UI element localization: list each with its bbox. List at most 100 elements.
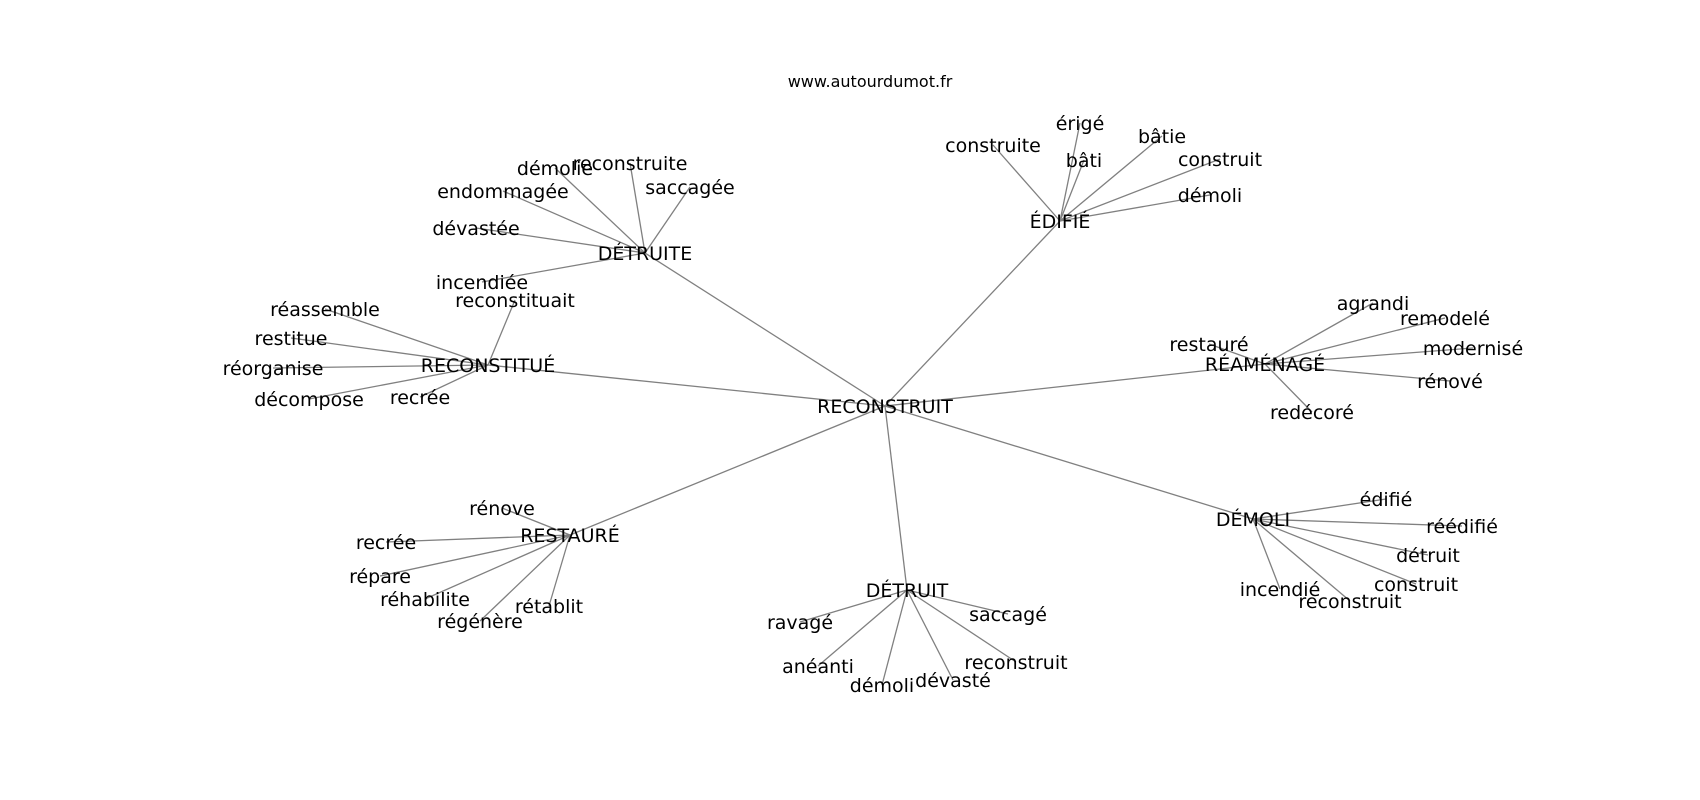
leaf-word[interactable]: édifié	[1360, 489, 1413, 511]
leaf-word[interactable]: construit	[1178, 149, 1262, 171]
edge-hub-leaf	[992, 144, 1061, 222]
leaf-word[interactable]: recrée	[356, 532, 416, 554]
leaf-word[interactable]: démoli	[850, 675, 914, 697]
edge-hub-leaf	[1264, 363, 1451, 382]
leaf-word[interactable]: reconstituait	[455, 290, 575, 312]
edge-hub-leaf	[1252, 518, 1429, 556]
edge-hub-leaf	[1059, 135, 1163, 222]
edge-hub-leaf	[548, 534, 571, 607]
leaf-word[interactable]: endommagée	[437, 181, 569, 203]
edge-hub-leaf	[799, 589, 908, 623]
leaf-word[interactable]: rétablit	[515, 596, 583, 618]
leaf-word[interactable]: construit	[1374, 574, 1458, 596]
edge-hub-leaf	[1264, 302, 1374, 365]
leaf-word[interactable]: saccagée	[645, 177, 735, 199]
leaf-word[interactable]: rénové	[1417, 371, 1483, 393]
edge-hub-leaf	[881, 589, 908, 686]
edge-hub-leaf	[475, 227, 646, 254]
graph-edges	[272, 122, 1474, 686]
leaf-word[interactable]: construite	[945, 135, 1041, 157]
hub-node[interactable]: DÉTRUITE	[598, 242, 693, 265]
edge-root-hub	[569, 405, 886, 536]
edge-hub-leaf	[290, 337, 489, 366]
edge-hub-leaf	[1059, 122, 1081, 222]
leaf-word[interactable]: érigé	[1056, 113, 1105, 135]
edge-hub-leaf	[1059, 194, 1211, 222]
edge-hub-leaf	[1252, 518, 1417, 585]
leaf-word[interactable]: démolie	[517, 158, 593, 180]
edge-hub-leaf	[419, 364, 489, 398]
edge-hub-leaf	[1059, 159, 1085, 222]
hub-node[interactable]: DÉMOLI	[1216, 508, 1290, 531]
leaf-word[interactable]: bâtie	[1138, 126, 1186, 148]
edge-root-hub	[487, 364, 886, 407]
leaf-word[interactable]: incendiée	[436, 272, 528, 294]
edge-hub-leaf	[906, 589, 1009, 615]
edge-hub-leaf	[817, 589, 908, 667]
leaf-word[interactable]: régénère	[437, 611, 523, 633]
edge-hub-leaf	[1264, 317, 1446, 365]
source-label: www.autourdumot.fr	[788, 72, 953, 91]
leaf-word[interactable]: reconstruit	[1298, 591, 1401, 613]
leaf-word[interactable]: modernisé	[1423, 338, 1523, 360]
edge-hub-leaf	[501, 507, 571, 536]
leaf-word[interactable]: restauré	[1169, 334, 1248, 356]
graph-labels: www.autourdumot.fr RECONSTRUIT démoliere…	[223, 72, 1524, 697]
leaf-word[interactable]: redécoré	[1270, 402, 1354, 424]
leaf-word[interactable]: réédifié	[1426, 516, 1498, 538]
leaf-word[interactable]: reconstruite	[573, 153, 688, 175]
leaf-word[interactable]: bâti	[1066, 150, 1102, 172]
leaf-word[interactable]: réhabilite	[380, 589, 470, 611]
edge-hub-leaf	[644, 186, 691, 254]
edge-root-hub	[884, 405, 908, 591]
leaf-word[interactable]: anéanti	[782, 656, 854, 678]
edge-root-hub	[884, 405, 1254, 520]
hub-node[interactable]: RESTAURÉ	[520, 524, 620, 547]
edge-hub-leaf	[1252, 498, 1387, 520]
leaf-word[interactable]: répare	[349, 566, 411, 588]
edge-hub-leaf	[1252, 518, 1281, 590]
edge-hub-leaf	[629, 162, 646, 254]
edge-root-hub	[884, 363, 1266, 407]
edge-hub-leaf	[1208, 343, 1266, 365]
leaf-word[interactable]: saccagé	[969, 604, 1047, 626]
leaf-word[interactable]: ravagé	[767, 612, 833, 634]
edge-hub-leaf	[424, 534, 571, 600]
edge-hub-leaf	[1252, 518, 1463, 527]
edge-hub-leaf	[502, 190, 646, 254]
hub-node[interactable]: RÉAMÉNAGÉ	[1205, 353, 1325, 376]
edge-hub-leaf	[487, 299, 516, 366]
root-node[interactable]: RECONSTRUIT	[817, 396, 953, 418]
edge-hub-leaf	[906, 589, 954, 681]
leaf-word[interactable]: restitue	[255, 328, 328, 350]
leaf-word[interactable]: démoli	[1178, 185, 1242, 207]
edge-hub-leaf	[906, 589, 1017, 663]
edge-root-hub	[884, 220, 1061, 407]
leaf-word[interactable]: agrandi	[1337, 293, 1410, 315]
leaf-word[interactable]: reconstruit	[964, 652, 1067, 674]
edge-hub-leaf	[385, 534, 571, 543]
leaf-word[interactable]: incendié	[1240, 579, 1321, 601]
leaf-word[interactable]: décompose	[254, 389, 364, 411]
hub-node[interactable]: DÉTRUIT	[866, 579, 949, 602]
leaf-word[interactable]: recrée	[390, 387, 450, 409]
leaf-word[interactable]: détruit	[1396, 545, 1460, 567]
edge-hub-leaf	[324, 308, 489, 366]
hub-node[interactable]: ÉDIFIÉ	[1030, 210, 1091, 233]
leaf-word[interactable]: réorganise	[223, 358, 324, 380]
leaf-word[interactable]: dévasté	[915, 670, 991, 692]
edge-hub-leaf	[1252, 518, 1351, 602]
edge-hub-leaf	[554, 167, 646, 254]
edge-hub-leaf	[379, 534, 571, 577]
leaf-word[interactable]: réassemble	[270, 299, 380, 321]
edge-hub-leaf	[272, 364, 489, 369]
leaf-word[interactable]: rénove	[469, 498, 535, 520]
leaf-word[interactable]: remodelé	[1400, 308, 1490, 330]
hub-node[interactable]: RECONSTITUÉ	[421, 354, 555, 377]
edge-hub-leaf	[308, 364, 489, 400]
leaf-word[interactable]: dévastée	[432, 218, 519, 240]
edge-hub-leaf	[481, 252, 646, 283]
edge-hub-leaf	[1264, 363, 1313, 413]
edge-hub-leaf	[479, 534, 571, 622]
